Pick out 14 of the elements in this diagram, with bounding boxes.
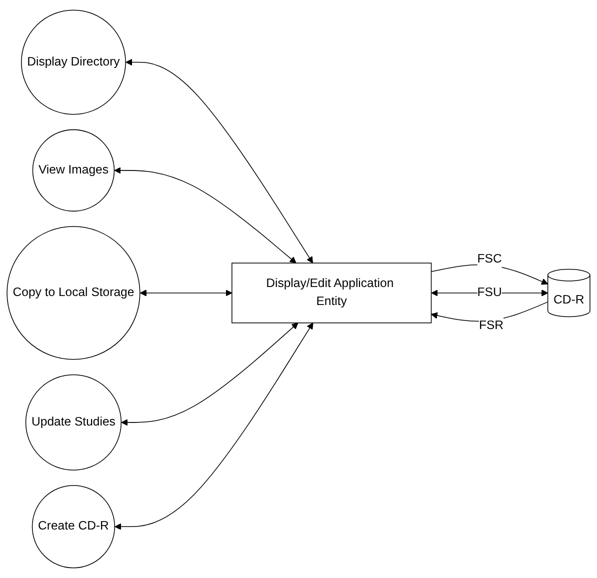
edge-label: FSC	[477, 252, 502, 266]
node-circle: Display Directory	[20, 10, 126, 115]
node-circle: Copy to Local Storage	[6, 226, 140, 360]
edge-label: FSU	[477, 286, 502, 300]
arrow	[126, 58, 314, 264]
edge-label: FSR	[478, 319, 504, 332]
arrow	[121, 322, 298, 426]
node-box: Display/Edit Application Entity	[232, 262, 432, 324]
node-circle: Create CD-R	[32, 485, 116, 568]
node-circle: Update Studies	[25, 374, 122, 471]
arrow	[140, 290, 232, 296]
arrow	[114, 322, 314, 530]
node-circle: View Images	[32, 129, 115, 212]
arrow	[114, 167, 296, 264]
